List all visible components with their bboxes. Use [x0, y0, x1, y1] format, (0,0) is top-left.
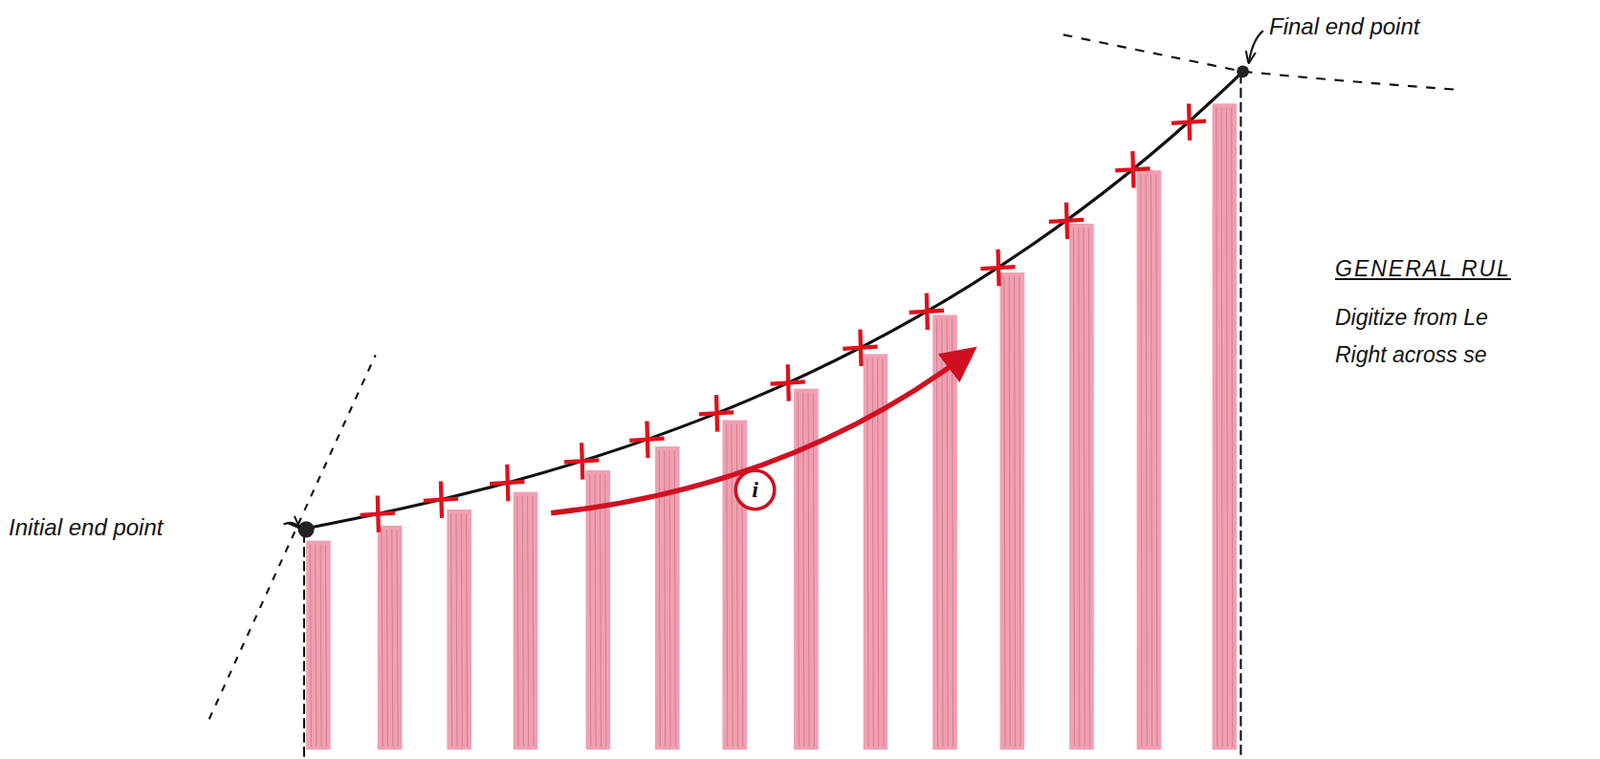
ordinate-stripes — [306, 103, 1237, 750]
endpoint-label: Final end point — [1269, 14, 1420, 40]
digitized-curve — [306, 71, 1243, 529]
ordinate-stripe — [585, 470, 611, 750]
stripe-hatch — [309, 545, 311, 747]
stripe-hatch — [392, 529, 394, 747]
ordinate-stripe — [1137, 170, 1162, 750]
stripe-hatch — [1019, 276, 1021, 747]
ordinate-stripe — [377, 526, 403, 750]
point-cross — [980, 249, 1015, 286]
stripe-hatch — [320, 545, 322, 747]
stripe-hatch — [386, 529, 388, 747]
stripe-hatch — [1140, 174, 1142, 747]
callout-number: i — [751, 477, 759, 504]
stripe-hatch — [882, 358, 884, 747]
stripe-hatch — [532, 496, 534, 747]
point-cross — [770, 364, 806, 401]
stripe-hatch — [325, 545, 327, 747]
stripe-hatch — [605, 474, 607, 747]
point-cross — [1171, 104, 1206, 141]
stripe-hatch — [726, 424, 728, 747]
stripe-hatch — [522, 496, 524, 747]
stripe-hatch — [936, 319, 938, 747]
leader-line — [1249, 30, 1264, 62]
stripe-hatch — [527, 496, 529, 747]
initial-point — [298, 521, 315, 538]
stripe-hatch — [1216, 108, 1218, 748]
point-cross — [1115, 151, 1150, 188]
stripe-hatch — [951, 319, 953, 747]
stripe-hatch — [1008, 276, 1010, 747]
end-ordinate — [1239, 73, 1242, 759]
stripe-hatch — [460, 513, 462, 747]
stripe-hatch — [1078, 227, 1080, 747]
stripe-hatch — [381, 529, 383, 747]
point-cross — [360, 496, 395, 533]
ordinate-stripe — [1000, 272, 1026, 750]
start-tangent — [209, 354, 376, 720]
point-cross — [564, 442, 599, 480]
stripe-hatch — [396, 529, 398, 747]
stripe-hatch — [1088, 227, 1090, 747]
stripe-hatch — [1004, 276, 1006, 747]
direction-arrow — [550, 350, 972, 514]
stripe-hatch — [315, 545, 317, 747]
point-cross — [489, 464, 525, 502]
stripe-hatch — [466, 513, 468, 747]
point-cross — [842, 329, 877, 367]
stripe-hatch — [1151, 174, 1153, 747]
rule-text: Digitize from Le — [1335, 306, 1489, 330]
point-cross — [909, 293, 944, 330]
stripe-hatch — [1145, 174, 1147, 747]
point-cross — [423, 481, 459, 518]
point-cross — [699, 394, 734, 432]
stripe-hatch — [1221, 108, 1223, 748]
stripe-hatch — [1014, 276, 1016, 747]
stripe-hatch — [1226, 108, 1228, 748]
stripe-hatch — [590, 474, 592, 747]
stripe-hatch — [1231, 108, 1233, 748]
endpoint-label: Initial end point — [8, 515, 163, 541]
stripe-hatch — [599, 474, 601, 747]
leader-line — [284, 523, 299, 527]
digitized-points — [360, 104, 1207, 533]
stripe-hatch — [942, 319, 943, 747]
stripe-hatch — [946, 319, 948, 747]
rule-text: Right across se — [1335, 343, 1488, 368]
stripe-hatch — [877, 358, 879, 747]
stripe-hatch — [797, 393, 799, 747]
stripe-hatch — [1073, 227, 1074, 747]
end-tangent — [1063, 34, 1460, 90]
ordinate-stripe — [932, 314, 958, 750]
stripe-hatch — [517, 496, 519, 747]
rule-heading: GENERAL RUL — [1335, 257, 1512, 282]
start-ordinate — [303, 532, 306, 759]
point-cross — [1049, 202, 1084, 240]
ordinate-stripe — [1069, 223, 1095, 750]
stripe-hatch — [594, 474, 596, 747]
callout-circle: i — [733, 468, 777, 512]
ordinate-stripe — [1212, 103, 1238, 750]
ordinate-stripe — [446, 509, 472, 750]
ordinate-stripe — [306, 541, 331, 751]
stripe-hatch — [1156, 174, 1158, 747]
stripe-hatch — [451, 513, 453, 747]
point-cross — [629, 421, 664, 459]
stripe-hatch — [456, 513, 458, 747]
stripe-hatch — [1083, 227, 1085, 747]
stripe-hatch — [674, 450, 676, 747]
ordinate-stripe — [513, 492, 539, 751]
final-point — [1236, 65, 1250, 78]
